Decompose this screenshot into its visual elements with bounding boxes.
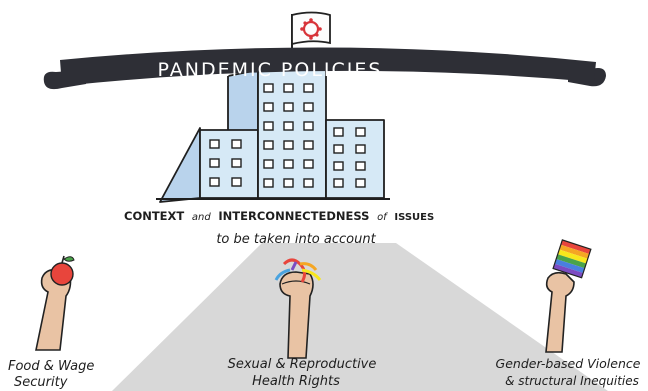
window (333, 127, 344, 137)
issue-label-srhr: Sexual & Reproductive Health Rights (228, 357, 377, 389)
window (231, 158, 242, 168)
issue-label-food: Food & Wage Security (8, 359, 94, 390)
window (333, 161, 344, 171)
issue-food-line-2: Security (14, 375, 68, 390)
window (231, 177, 242, 187)
subtitle-line-2: to be taken into account (216, 232, 376, 247)
window (283, 83, 294, 93)
window (303, 121, 314, 131)
hand-with-rainbow-flag (545, 239, 592, 353)
virus-logo-icon (300, 18, 322, 40)
window (303, 102, 314, 112)
apple-icon (50, 255, 75, 286)
svg-text:CONTEXT and INTERC: CONTEXT and INTERCONNECTEDNESS of ISSUES (124, 209, 434, 223)
rainbow-ribbon-icon (274, 258, 322, 283)
issue-srhr-line-1: Sexual & Reproductive (228, 357, 377, 372)
window (333, 178, 344, 188)
subtitle-word-of: of (377, 212, 388, 223)
window (263, 159, 274, 169)
subtitle-caps-context: CONTEXT (124, 209, 184, 223)
window (355, 127, 366, 137)
window (231, 139, 242, 149)
window (355, 178, 366, 188)
window (209, 158, 220, 168)
building-windows (209, 83, 366, 188)
window (303, 83, 314, 93)
window (263, 140, 274, 150)
raised-fist-with-ribbon (274, 258, 322, 359)
issue-food-line-1: Food & Wage (8, 359, 94, 374)
window (303, 159, 314, 169)
window (355, 161, 366, 171)
spotlight-cone (112, 243, 608, 391)
window (303, 140, 314, 150)
subtitle-word-and: and (192, 212, 211, 223)
window (263, 102, 274, 112)
window (283, 140, 294, 150)
hand-with-apple (35, 255, 75, 351)
window (263, 121, 274, 131)
window (209, 177, 220, 187)
window (263, 178, 274, 188)
window (263, 83, 274, 93)
window (355, 144, 366, 154)
window (283, 178, 294, 188)
window (209, 139, 220, 149)
pandemic-policies-banner: PANDEMIC POLICIES (43, 47, 606, 90)
banner-title: PANDEMIC POLICIES (158, 59, 383, 81)
subtitle: CONTEXT and INTERCONNECTEDNESS of ISSUES… (124, 209, 434, 247)
window (283, 159, 294, 169)
issue-gbv-line-2: & structural Inequities (505, 374, 639, 388)
issue-label-gbv: Gender-based Violence & structural Inequ… (496, 356, 641, 388)
subtitle-caps-interconnectedness: INTERCONNECTEDNESS (218, 209, 369, 223)
window (283, 121, 294, 131)
window (283, 102, 294, 112)
rainbow-flag-icon (552, 239, 592, 279)
issue-gbv-line-1: Gender-based Violence (496, 356, 641, 371)
window (333, 144, 344, 154)
window (303, 178, 314, 188)
issue-srhr-line-2: Health Rights (252, 374, 340, 389)
subtitle-caps-issues: ISSUES (394, 212, 434, 223)
